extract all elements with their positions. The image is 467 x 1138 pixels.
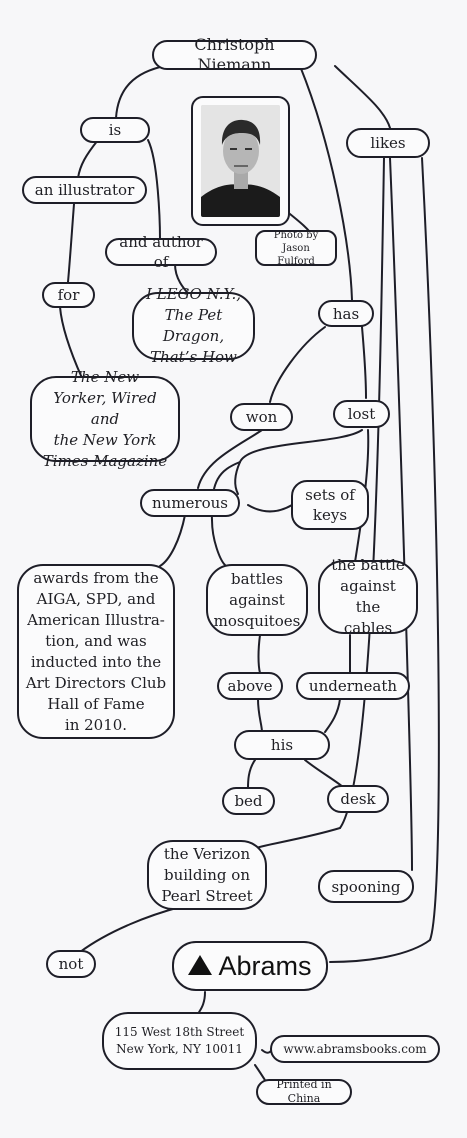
node-and-author-of: and author of — [105, 233, 217, 271]
node-sets-of-keys: sets of keys — [291, 480, 369, 530]
publications-line-2: Yorker, Wired and — [53, 388, 157, 428]
battles-line-3: mosquitoes — [213, 611, 301, 630]
awards-line-1: awards from the — [33, 568, 159, 587]
awards-line-7: Hall of Fame — [47, 694, 145, 713]
books-line-1: I LEGO N.Y., — [145, 285, 242, 303]
awards-line-5: inducted into the — [30, 652, 162, 671]
publisher-name: Abrams — [218, 950, 312, 981]
abrams-triangle-icon — [188, 955, 213, 975]
publications-line-1: The New — [70, 367, 140, 386]
node-his: his — [234, 730, 330, 760]
awards-line-2: AIGA, SPD, and — [36, 589, 156, 608]
books-line-3: That’s How — [150, 348, 237, 366]
root-node: Christoph Niemann — [152, 35, 317, 74]
node-not: not — [46, 950, 96, 978]
photo-credit-line-2: Jason Fulford — [277, 242, 315, 267]
awards-line-8: in 2010. — [64, 715, 128, 734]
node-an-illustrator: an illustrator — [22, 176, 147, 204]
node-awards: awards from the AIGA, SPD, and American … — [17, 564, 175, 739]
battles-line-2: against — [229, 590, 285, 609]
sets-of-keys-line-1: sets of — [305, 486, 355, 504]
awards-line-6: Art Directors Club — [25, 673, 167, 692]
node-for: for — [42, 282, 95, 308]
node-bed: bed — [222, 787, 275, 815]
verizon-line-1: the Verizon — [163, 844, 251, 863]
address-line-1: 115 West 18th Street — [114, 1025, 245, 1039]
node-likes: likes — [346, 128, 430, 158]
portrait-image — [201, 105, 280, 217]
node-battle-cables: the battle against the cables — [318, 556, 418, 637]
awards-line-3: American Illustra- — [27, 610, 165, 629]
publisher-logo: Abrams — [172, 941, 328, 991]
publications-line-4: Times Magazine — [42, 451, 168, 470]
cables-line-1: the battle — [331, 556, 405, 574]
node-books: I LEGO N.Y., The Pet Dragon, That’s How — [132, 285, 255, 366]
publisher-website: www.abramsbooks.com — [270, 1035, 440, 1063]
printed-in-label: Printed in China — [256, 1078, 352, 1105]
publisher-address: 115 West 18th Street New York, NY 10011 — [102, 1012, 257, 1070]
cables-line-2: against the — [340, 577, 396, 616]
node-publications: The New Yorker, Wired and the New York T… — [30, 368, 180, 470]
node-won: won — [230, 403, 293, 431]
node-is: is — [80, 117, 150, 143]
node-battles-mosquitoes: battles against mosquitoes — [206, 564, 308, 636]
awards-line-4: tion, and was — [45, 631, 147, 650]
cables-line-3: cables — [343, 619, 393, 637]
node-lost: lost — [333, 400, 390, 428]
verizon-line-2: building on — [164, 865, 250, 884]
node-underneath: underneath — [296, 672, 410, 700]
verizon-line-3: Pearl Street — [161, 886, 253, 905]
node-verizon: the Verizon building on Pearl Street — [147, 840, 267, 910]
publications-line-3: the New York — [53, 430, 157, 449]
author-photo — [191, 96, 290, 226]
books-line-2: The Pet Dragon, — [162, 306, 225, 345]
address-line-2: New York, NY 10011 — [116, 1042, 243, 1056]
node-numerous: numerous — [140, 489, 240, 517]
sets-of-keys-line-2: keys — [312, 506, 348, 524]
portrait-illustration — [201, 105, 280, 217]
photo-credit: Photo by Jason Fulford — [255, 229, 337, 267]
node-spooning: spooning — [318, 870, 414, 903]
battles-line-1: battles — [231, 569, 283, 588]
node-above: above — [217, 672, 283, 700]
photo-credit-line-1: Photo by — [273, 229, 319, 241]
node-desk: desk — [327, 785, 389, 813]
node-has: has — [318, 300, 374, 327]
